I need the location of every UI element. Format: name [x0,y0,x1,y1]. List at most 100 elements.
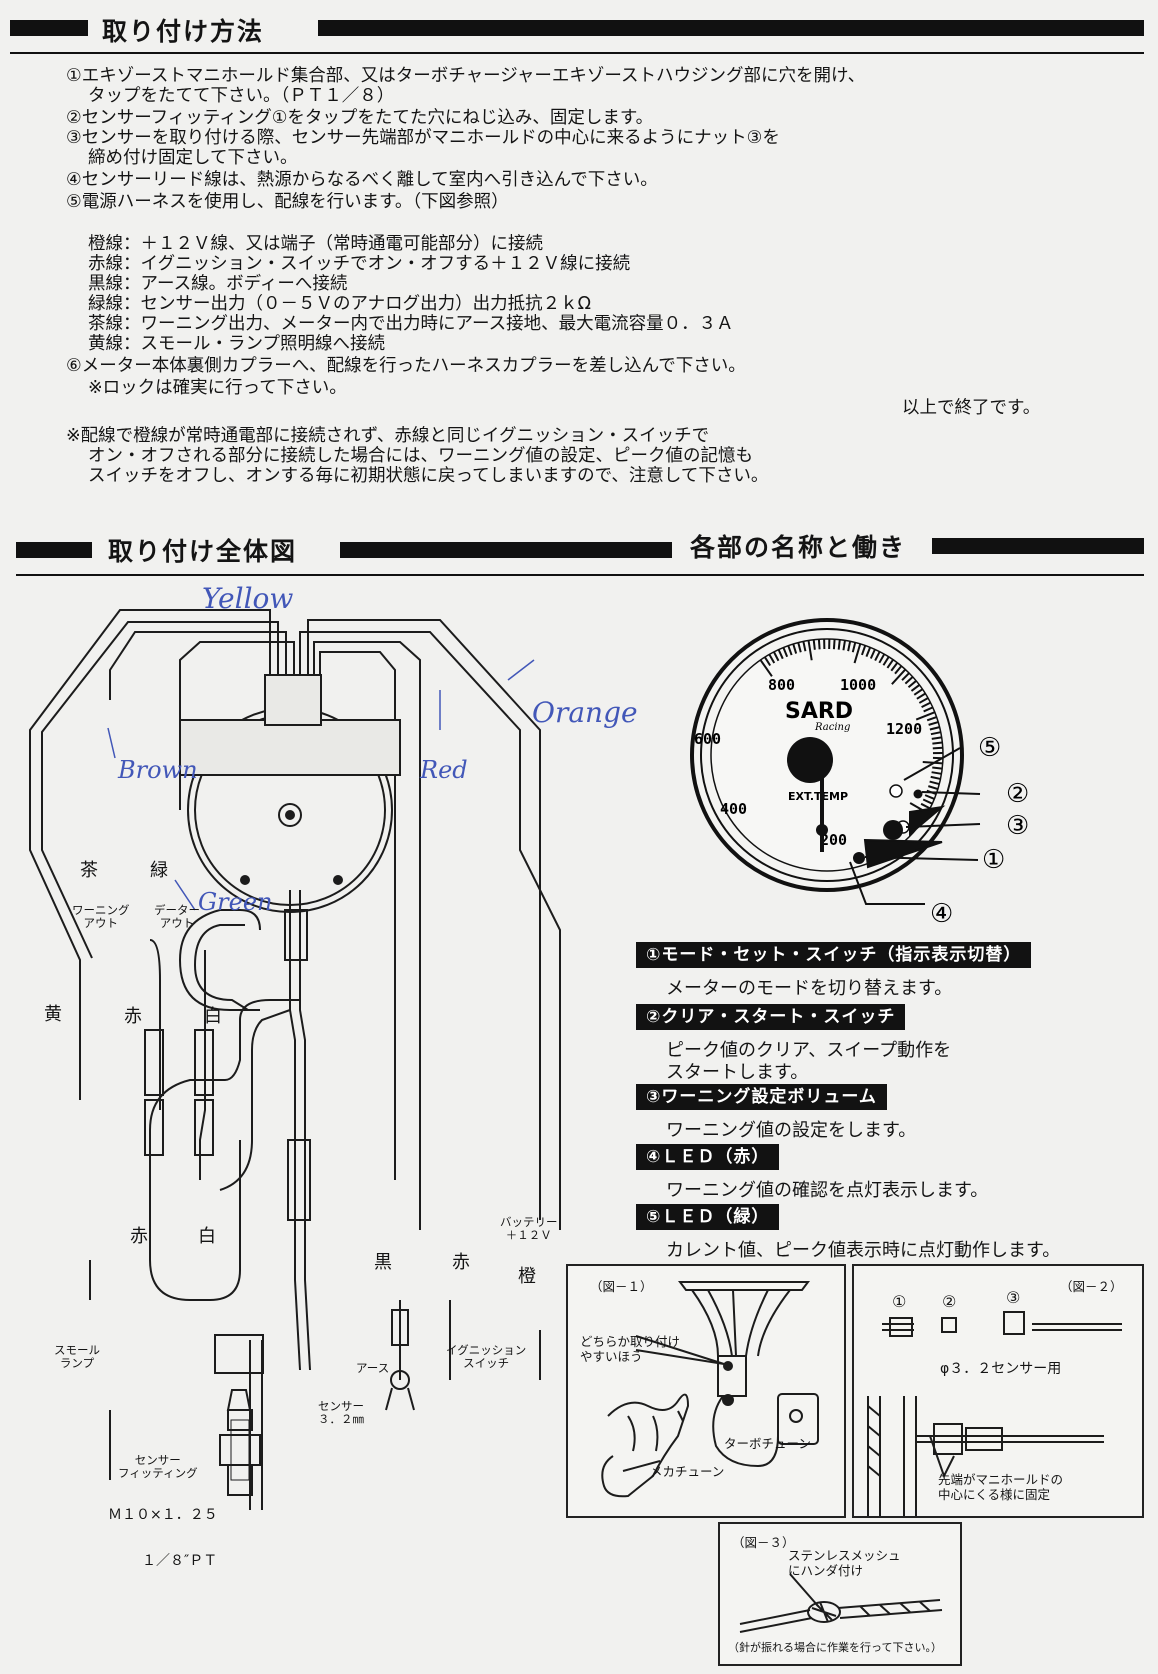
step-3-cont: 締め付け固定して下さい。 [88,148,298,168]
gauge-tick-mark [878,653,886,664]
step-5: ⑤電源ハーネスを使用し、配線を行います。（下図参照） [66,192,509,212]
wire-green: 緑線：センサー出力（０－５Ｖのアナログ出力）出力抵抗２ｋΩ [88,294,592,314]
gauge-tick-mark [904,676,914,685]
gauge-tick-mark [782,647,789,658]
gauge-tick-mark [812,639,816,650]
callout-5: ⑤ [978,733,1001,763]
figure-1-note: どちらか取り付け やすいほう [580,1334,681,1364]
header2-bar-right [340,542,672,558]
header-bar-right [318,20,1144,36]
figure-2-note: 先端がマニホールドの 中心にくる様に固定 [938,1472,1064,1502]
gauge-brand-sub: Racing [814,722,850,733]
figure-1-mecha: メカチューン [650,1464,725,1479]
step-2: ②センサーフィッティング①をタップをたてた穴にねじ込み、固定します。 [66,108,654,128]
gauge-tick-mark [891,668,907,685]
gauge-tick-1000: 1000 [840,676,876,694]
figure-3-note: ステンレスメッシュ にハンダ付け [788,1548,901,1578]
note-green: Green [198,888,273,916]
gauge-tick-mark [928,785,939,791]
label-pt: １／８″ＰＴ [142,1553,218,1569]
gauge-tick-600: 600 [694,730,721,748]
gauge-tick-800: 800 [768,676,795,694]
gauge-tick-mark [929,780,940,786]
gauge-tick-mark [842,640,846,651]
gauge-tick-mark [922,798,933,805]
label-dai: 橙 [518,1266,536,1287]
gauge-brand: SARD [785,699,853,724]
note-orange: Orange [532,696,638,729]
gauge-tick-mark [915,711,936,721]
gauge-tick-mark [772,651,780,662]
wire-yellow: 黄線：スモール・ランプ照明線へ接続 [88,334,385,354]
header3-bar-right [932,538,1144,554]
label-shiro-2: 白 [198,1226,216,1247]
gauge-tick-mark [787,645,793,656]
gauge-tick-mark [931,736,942,740]
gauge-tick-mark [763,656,772,667]
part-2-desc: ピーク値のクリア、スイープ動作を [666,1040,952,1061]
callout-4: ④ [930,899,953,929]
wire-orange: 橙線：＋１２Ｖ線、又は端子（常時通電可能部分）に接続 [88,234,543,254]
gauge-tick-mark [894,665,903,675]
gauge-tick-mark [930,731,941,736]
header2-bar-left [16,542,92,558]
gauge-tick-mark [924,794,935,800]
gauge-tick-mark [930,775,941,780]
figure-2: （図－２） ① ② ③ φ３．２センサー用 先端がマニホールドの 中心にくる様に… [852,1264,1144,1518]
callout-3: ③ [1006,811,1029,841]
gauge-tick-400: 400 [720,800,747,818]
gauge-tick-mark [931,771,942,775]
figure-2-sensor: φ３．２センサー用 [940,1361,1062,1377]
figure-1: （図－１） どちらか取り付け やすいほう ターボチューン メカチューン [566,1264,846,1518]
header-bar-left [10,20,88,36]
label-kuro: 黒 [374,1252,392,1273]
gauge-tick-mark [910,684,921,692]
part-1-desc: メーターのモードを切り替えます。 [666,978,953,999]
part-2-title: ②クリア・スタート・スイッチ [636,1004,906,1030]
gauge-tick-mark [932,741,943,745]
label-data-out: データー アウト [154,903,200,930]
gauge-tick-mark [920,802,931,810]
gauge-tick-mark [869,648,876,659]
gauge-tick-mark [817,639,821,650]
gauge-tick-mark [890,662,899,672]
caution-1: ※配線で橙線が常時通電部に接続されず、赤線と同じイグニッション・スイッチで [66,426,710,446]
gauge-tick-mark [886,659,894,669]
figure-1-turbo: ターボチューン [724,1436,811,1451]
gauge-tick-mark [932,766,943,770]
part-4-desc: ワーニング値の確認を点灯表示します。 [666,1180,989,1201]
step-1-cont: タップをたてて下さい。（ＰＴ１／８） [88,86,395,106]
figure-2-num-2: ② [942,1292,957,1311]
part-5-desc: カレント値、ピーク値表示時に点灯動作します。 [666,1240,1061,1261]
gauge-tick-mark [913,688,924,696]
caution-3: スイッチをオフし、オンする毎に初期状態に戻ってしまいますので、注意して下さい。 [88,466,769,486]
figure-3-drawing [739,1573,943,1633]
diagram-title: 取り付け全体図 [108,537,298,566]
gauge-tick-mark [853,643,862,664]
gauge-tick-mark [832,639,836,650]
label-battery: バッテリー ＋１２Ｖ [500,1215,558,1242]
page-title: 取り付け方法 [102,17,265,46]
note-red: Red [420,756,468,784]
gauge-tick-mark [921,701,931,709]
label-earth: アース [356,1361,390,1375]
step-4: ④センサーリード線は、熱源からなるべく離して室内へ引き込んで下さい。 [66,170,658,190]
label-shiro-1: 白 [204,1006,222,1027]
caution-2: オン・オフされる部分に接続した場合には、ワーニング値の設定、ピーク値の記憶も [88,446,753,466]
gauge-tick-mark [768,653,776,664]
gauge-tick-mark [916,692,926,700]
parts-title: 各部の名称と働き [690,533,907,562]
gauge-tick-mark [923,706,934,713]
gauge-label: EXT.TEMP [788,790,848,803]
step-3: ③センサーを取り付ける際、センサー先端部がマニホールドの中心に来るようにナット③… [66,128,780,148]
gauge-tick-mark [807,640,813,661]
part-3-title: ③ワーニング設定ボリューム [636,1084,887,1110]
wire-black: 黒線：アース線。ボディーへ接続 [88,274,348,294]
gauge-tick-mark [907,680,917,688]
gauge-tick-mark [932,746,943,750]
label-aka-3: 赤 [452,1252,470,1273]
gauge-tick-mark [759,659,773,677]
gauge-tick-mark [926,716,937,722]
gauge-tick-mark [837,639,841,650]
gauge-tick-mark [847,641,852,652]
